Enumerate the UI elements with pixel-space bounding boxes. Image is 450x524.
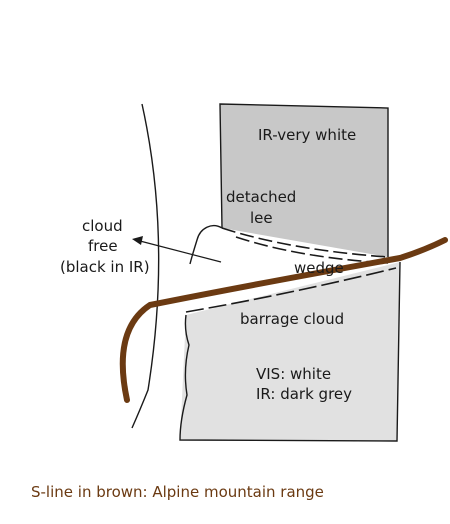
ir-dark-grey-label: IR: dark grey [256,385,352,403]
upper-cloud-outline [219,103,389,257]
wedge-upper-edge [221,227,389,258]
barrage-cloud-label: barrage cloud [240,310,344,328]
cloud-free-label-line1: cloud [82,217,123,235]
detached-lee-label-line2: lee [250,209,273,227]
cloud-free-label-line3: (black in IR) [60,258,150,276]
cloud-free-arrow-shaft [139,240,222,263]
wedge-label: wedge [294,259,344,277]
vis-white-label: VIS: white [256,365,331,383]
alpine-s-line [119,237,448,403]
upper-cloud-region [220,104,388,257]
caption: S-line in brown: Alpine mountain range [31,483,324,501]
detached-lee-edge [189,224,223,265]
barrage-top-edge [185,267,397,313]
detached-lee-label-line1: detached [226,188,296,206]
lower-cloud-outline [179,261,401,442]
cloud-free-label-line2: free [88,237,118,255]
cloud-free-arrow-head [132,236,143,245]
ir-very-white-label: IR-very white [258,126,356,144]
left-boundary-line [131,103,160,429]
lower-cloud-region [180,262,400,441]
